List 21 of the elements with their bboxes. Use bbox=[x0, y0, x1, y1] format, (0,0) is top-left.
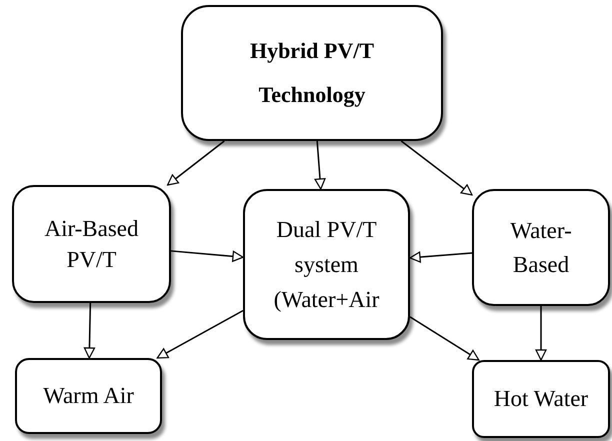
arrow bbox=[84, 302, 96, 359]
process-box bbox=[181, 5, 443, 141]
arrow bbox=[314, 140, 326, 190]
arrow bbox=[156, 310, 244, 359]
box-label: Hybrid PV/T Technology bbox=[248, 37, 376, 109]
arrow bbox=[409, 252, 472, 263]
box-label: Air-Based PV/T bbox=[43, 215, 140, 274]
arrow bbox=[400, 140, 473, 196]
process-box bbox=[15, 358, 162, 434]
arrow bbox=[410, 316, 480, 361]
process-box bbox=[472, 189, 610, 306]
box-label: Water-Based bbox=[509, 216, 573, 278]
box-label: Warm Air bbox=[43, 382, 134, 410]
process-box bbox=[12, 185, 171, 303]
process-box bbox=[243, 189, 410, 340]
box-label: Hot Water bbox=[494, 384, 588, 413]
arrow bbox=[170, 250, 244, 262]
process-box bbox=[472, 360, 610, 438]
arrow bbox=[166, 140, 225, 186]
box-label: Dual PV/T system (Water+Air bbox=[272, 216, 380, 314]
arrow bbox=[535, 306, 547, 361]
